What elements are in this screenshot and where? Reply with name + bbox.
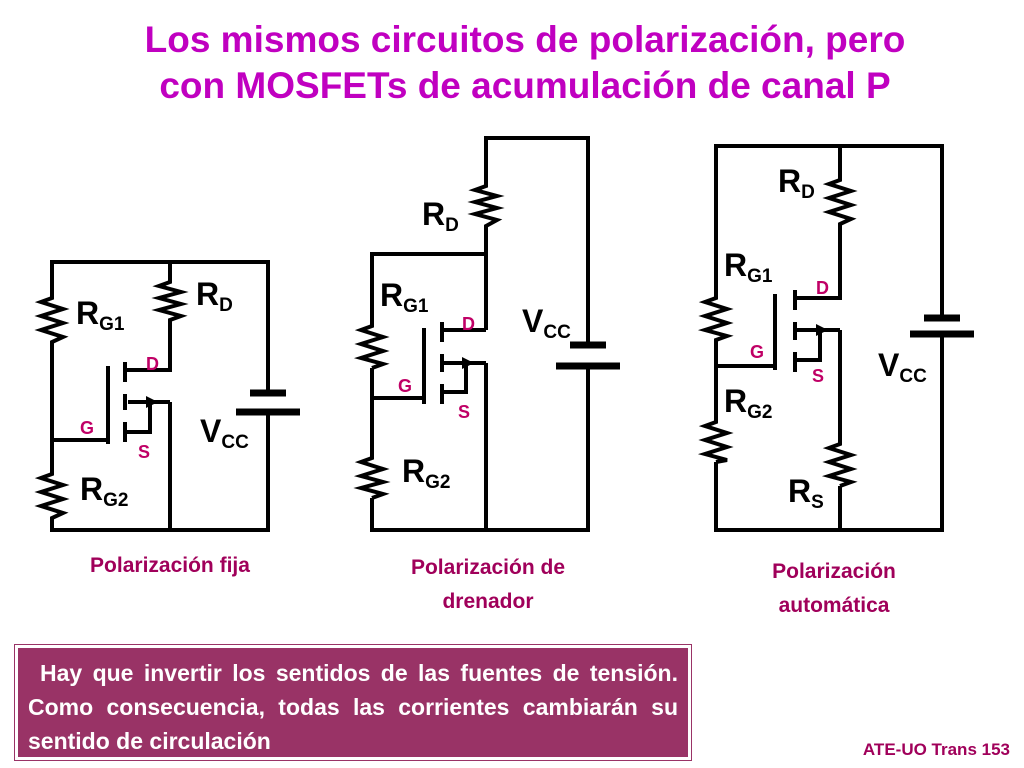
mosfet-p-channel: [106, 362, 158, 444]
mosfet-p-channel: [422, 322, 474, 404]
resistor-rg2: [353, 452, 391, 500]
battery-vcc: [556, 341, 620, 370]
circuit-self-bias: RD RG1 RG2 RS VCC D G S Polarización aut…: [697, 144, 974, 617]
circuit-3-wires: [714, 144, 944, 532]
label-rg2: RG2: [80, 471, 128, 511]
slide-title-line-2: con MOSFETs de acumulación de canal P: [159, 65, 890, 106]
label-rd: RD: [778, 163, 815, 203]
resistor-rd: [467, 180, 505, 232]
caption-self-bias-line-2: automática: [779, 594, 890, 617]
mosfet-p-channel: [773, 290, 828, 372]
label-vcc: VCC: [200, 413, 249, 453]
battery-vcc: [236, 389, 300, 416]
circuit-drain-feedback: RD RG1 RG2 VCC D G S Polarización de dre…: [353, 136, 620, 613]
channel-arrow: [462, 357, 474, 369]
resistor-rg2: [34, 468, 70, 522]
circuit-2-wires: [370, 136, 590, 532]
label-rg1: RG1: [724, 247, 773, 287]
caption-drain-feedback-line-1: Polarización de: [411, 556, 565, 579]
pin-drain: D: [146, 354, 159, 374]
battery-vcc: [910, 314, 974, 338]
resistor-rg1: [34, 290, 70, 352]
resistor-rd: [822, 172, 858, 228]
caption-fixed-bias: Polarización fija: [90, 554, 250, 577]
caption-self-bias-line-1: Polarización: [772, 560, 896, 583]
pin-source: S: [138, 442, 150, 462]
label-rd: RD: [422, 196, 459, 236]
label-rg1: RG1: [380, 277, 429, 317]
channel-arrow: [816, 324, 828, 336]
pin-source: S: [812, 366, 824, 386]
label-rd: RD: [196, 276, 233, 316]
pin-gate: G: [750, 342, 764, 362]
label-rg2: RG2: [402, 453, 450, 493]
pin-drain: D: [462, 314, 475, 334]
label-vcc: VCC: [878, 347, 927, 387]
label-rg2: RG2: [724, 383, 772, 423]
note-box: Hay que invertir los sentidos de las fue…: [14, 644, 692, 761]
label-rs: RS: [788, 473, 824, 513]
pin-gate: G: [80, 418, 94, 438]
slide-footer: ATE-UO Trans 153: [862, 740, 1010, 759]
resistor-rd: [151, 276, 189, 324]
caption-drain-feedback-line-2: drenador: [442, 590, 533, 613]
channel-arrow: [146, 396, 158, 408]
pin-gate: G: [398, 376, 412, 396]
label-rg1: RG1: [76, 295, 125, 335]
pin-drain: D: [816, 278, 829, 298]
slide-title-line-1: Los mismos circuitos de polarización, pe…: [145, 19, 906, 60]
resistor-rg1: [697, 292, 734, 342]
pin-source: S: [458, 402, 470, 422]
circuit-fixed-bias: RG1 RD RG2 VCC D G S Polarización fija: [34, 260, 300, 577]
resistor-rs: [821, 438, 858, 488]
resistor-rg1: [353, 320, 390, 370]
resistor-rg2: [697, 418, 734, 464]
label-vcc: VCC: [522, 303, 571, 343]
